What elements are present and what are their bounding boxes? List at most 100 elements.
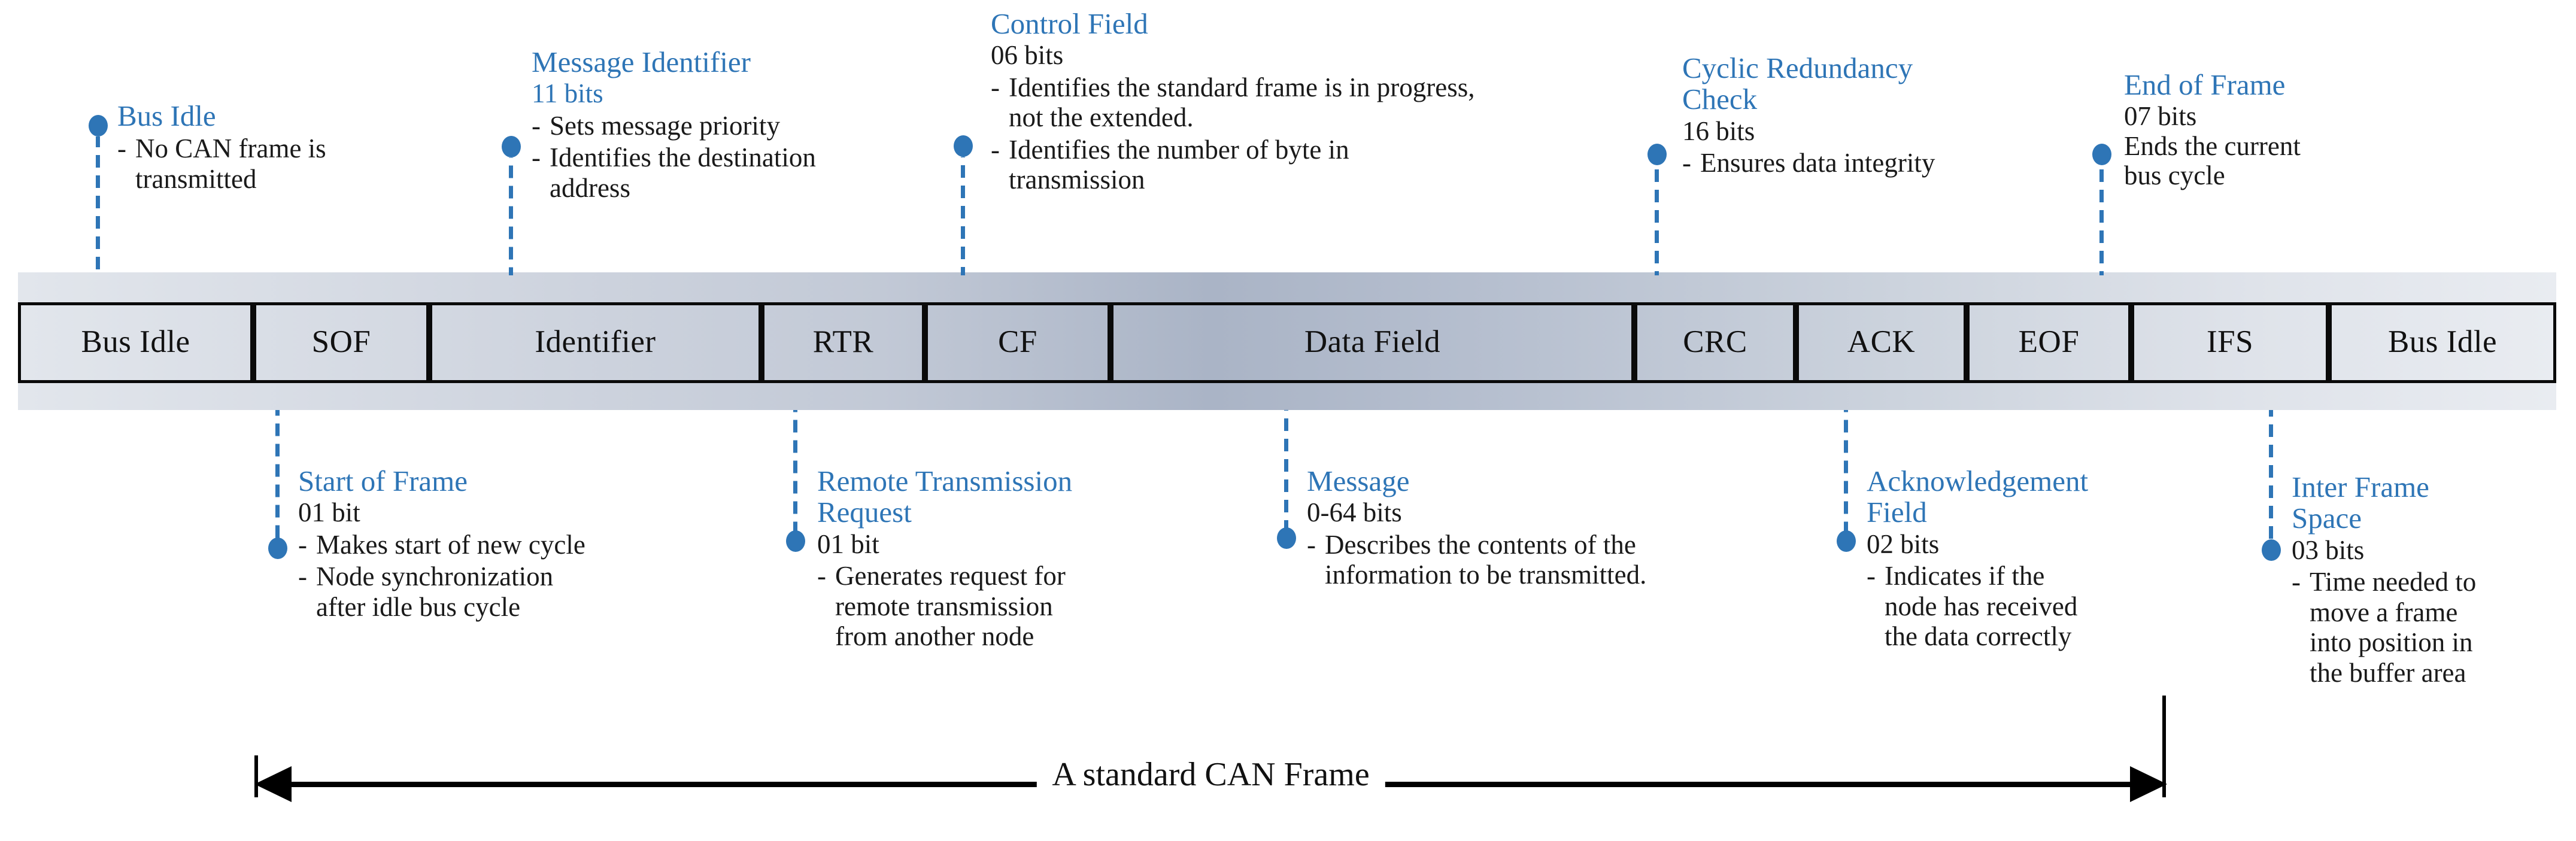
callout-subtitle: 01 bit bbox=[817, 529, 879, 559]
frame-field-crc[interactable]: CRC bbox=[1634, 302, 1796, 383]
callout-bullets: - No CAN frame is transmitted bbox=[117, 133, 453, 194]
connector-dot-ifs bbox=[2262, 539, 2281, 561]
callout-subtitle: 06 bits bbox=[991, 40, 1064, 71]
frame-field-sof[interactable]: SOF bbox=[253, 302, 429, 383]
span-tick-right bbox=[2162, 696, 2166, 797]
bullet-text: Generates request for remote transmissio… bbox=[835, 561, 1066, 652]
callout-bullets: - Identifies the standard frame is in pr… bbox=[991, 72, 1649, 195]
callout-subtitle: 01 bit bbox=[298, 497, 360, 528]
bullet-dash: - bbox=[1867, 561, 1876, 591]
bullet-item: - Identifies the number of byte in trans… bbox=[991, 135, 1649, 195]
callout-title: Bus Idle bbox=[117, 99, 216, 132]
callout-title: End of Frame bbox=[2124, 68, 2286, 101]
connector-line-start-of-frame bbox=[275, 410, 280, 539]
callout-title: Message bbox=[1307, 464, 1410, 497]
bullet-dash: - bbox=[991, 134, 1000, 165]
bullet-dash: - bbox=[298, 561, 307, 592]
connector-line-ifs bbox=[2269, 410, 2273, 541]
frame-field-rtr[interactable]: RTR bbox=[761, 302, 925, 383]
bullet-dash: - bbox=[1682, 148, 1691, 178]
bullet-item: - Time needed to move a frame into posit… bbox=[2292, 567, 2573, 688]
span-arrow-head-left bbox=[254, 766, 292, 802]
connector-dot-crc bbox=[1647, 144, 1667, 165]
bullet-item: - Describes the contents of the informat… bbox=[1307, 530, 1798, 590]
frame-field-identifier[interactable]: Identifier bbox=[429, 302, 761, 383]
connector-line-end-of-frame bbox=[2099, 165, 2104, 275]
bullet-dash: - bbox=[532, 142, 541, 173]
bullet-dash: - bbox=[2292, 567, 2301, 597]
callout-title: Cyclic Redundancy Check bbox=[1682, 51, 1913, 116]
bullet-text: Describes the contents of the informatio… bbox=[1325, 529, 1647, 590]
bullet-dash: - bbox=[117, 133, 126, 164]
callout-bullets: - Generates request for remote transmiss… bbox=[817, 561, 1230, 651]
connector-line-control-field bbox=[961, 157, 965, 275]
frame-field-bus-idle-end[interactable]: Bus Idle bbox=[2329, 302, 2556, 383]
callout-title: Control Field bbox=[991, 7, 1148, 40]
bullet-dash: - bbox=[817, 561, 826, 591]
callout-inter-frame-space: Inter Frame Space 03 bits - Time needed … bbox=[2292, 470, 2573, 688]
frame-field-ack[interactable]: ACK bbox=[1796, 302, 1967, 383]
callout-subtitle: 11 bits bbox=[532, 78, 603, 109]
connector-dot-end-of-frame bbox=[2092, 144, 2111, 165]
frame-field-cf[interactable]: CF bbox=[925, 302, 1110, 383]
callout-title: Message Identifier bbox=[532, 45, 751, 78]
bullet-text: Identifies the number of byte in transmi… bbox=[1009, 134, 1349, 195]
bullet-item: - Ensures data integrity bbox=[1682, 148, 2065, 178]
callout-remote-transmission-request: Remote Transmission Request 01 bit - Gen… bbox=[817, 464, 1230, 652]
frame-field-ifs[interactable]: IFS bbox=[2131, 302, 2329, 383]
frame-field-label: CRC bbox=[1683, 324, 1747, 359]
frame-field-label: IFS bbox=[2206, 324, 2254, 359]
span-arrow-label: A standard CAN Frame bbox=[1036, 755, 1385, 794]
frame-field-label: CF bbox=[998, 324, 1037, 359]
bullet-text: Sets message priority bbox=[550, 110, 780, 141]
bullet-item: - Identifies the standard frame is in pr… bbox=[991, 72, 1649, 133]
bullet-text: Indicates if the node has received the d… bbox=[1885, 561, 2078, 652]
bullet-text: Identifies the destination address bbox=[550, 142, 816, 203]
callout-cyclic-redundancy-check: Cyclic Redundancy Check 16 bits - Ensure… bbox=[1682, 51, 2065, 178]
bullet-item: - Generates request for remote transmiss… bbox=[817, 561, 1230, 651]
bullet-text: Time needed to move a frame into positio… bbox=[2310, 567, 2477, 688]
bullet-text: Ensures data integrity bbox=[1700, 148, 1935, 178]
connector-dot-message-identifier bbox=[502, 136, 521, 157]
frame-field-label: Bus Idle bbox=[2387, 324, 2498, 359]
connector-dot-bus-idle bbox=[89, 115, 108, 136]
bullet-text: Node synchronization after idle bus cycl… bbox=[316, 561, 554, 622]
callout-bullets: - Describes the contents of the informat… bbox=[1307, 530, 1798, 590]
connector-dot-ack bbox=[1837, 530, 1856, 552]
bullet-text: Identifies the standard frame is in prog… bbox=[1009, 72, 1475, 133]
callout-subtitle: 16 bits bbox=[1682, 116, 1755, 146]
callout-end-of-frame: End of Frame 07 bits Ends the current bu… bbox=[2124, 69, 2459, 191]
callout-message: Message 0-64 bits - Describes the conten… bbox=[1307, 464, 1798, 590]
bullet-item: - Node synchronization after idle bus cy… bbox=[298, 561, 711, 622]
callout-subtitle: 0-64 bits bbox=[1307, 497, 1402, 528]
connector-dot-start-of-frame bbox=[268, 538, 287, 559]
frame-field-label: EOF bbox=[2018, 324, 2080, 359]
callout-subtitle: 07 bits Ends the current bus cycle bbox=[2124, 101, 2301, 191]
callout-bullets: - Ensures data integrity bbox=[1682, 148, 2065, 178]
connector-line-crc bbox=[1655, 165, 1659, 275]
frame-field-row: Bus Idle SOF Identifier RTR CF Data Fiel… bbox=[0, 302, 2576, 383]
bullet-item: - Identifies the destination address bbox=[532, 142, 939, 203]
callout-control-field: Control Field 06 bits - Identifies the s… bbox=[991, 8, 1649, 195]
callout-bullets: - Time needed to move a frame into posit… bbox=[2292, 567, 2573, 688]
callout-message-identifier: Message Identifier 11 bits - Sets messag… bbox=[532, 45, 939, 203]
frame-field-label: Bus Idle bbox=[81, 324, 190, 359]
callout-title: Acknowledgement Field bbox=[1867, 464, 2089, 529]
bullet-item: - Makes start of new cycle bbox=[298, 530, 711, 560]
callout-title: Remote Transmission Request bbox=[817, 464, 1073, 529]
connector-dot-control-field bbox=[954, 135, 973, 157]
bullet-item: - Indicates if the node has received the… bbox=[1867, 561, 2202, 651]
frame-field-data-field[interactable]: Data Field bbox=[1110, 302, 1634, 383]
span-arrow-head-right bbox=[2130, 766, 2167, 802]
bullet-text: Makes start of new cycle bbox=[316, 529, 585, 560]
bullet-dash: - bbox=[532, 110, 541, 141]
span-arrow: A standard CAN Frame bbox=[254, 755, 2167, 802]
callout-title: Inter Frame Space bbox=[2292, 470, 2429, 535]
connector-line-ack bbox=[1844, 410, 1848, 532]
frame-field-bus-idle-start[interactable]: Bus Idle bbox=[18, 302, 253, 383]
frame-field-label: Identifier bbox=[535, 324, 656, 359]
frame-field-label: RTR bbox=[812, 324, 874, 359]
callout-subtitle: 03 bits bbox=[2292, 535, 2365, 565]
frame-field-eof[interactable]: EOF bbox=[1967, 302, 2131, 383]
